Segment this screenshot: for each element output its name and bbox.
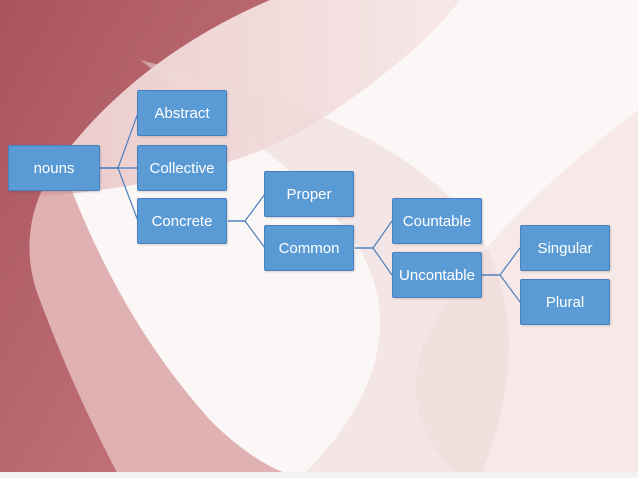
node-concrete: Concrete [137,198,227,244]
node-common: Common [264,225,354,271]
node-nouns: nouns [8,145,100,191]
connector-concrete-proper [228,193,266,222]
node-collective: Collective [137,145,227,191]
node-label: Abstract [154,104,210,122]
node-label: Proper [286,185,332,203]
node-label: Singular [537,239,593,257]
node-label: nouns [33,159,75,177]
connector-nouns-concrete [100,167,139,222]
node-label: Common [278,239,340,257]
node-label: Plural [545,293,585,311]
node-abstract: Abstract [137,90,227,136]
node-singular: Singular [520,225,610,271]
node-proper: Proper [264,171,354,217]
node-label: Countable [402,212,472,230]
connector-common-uncontable [355,247,393,276]
connector-uncontable-plural [482,274,521,303]
connector-common-countable [355,220,393,249]
connector-uncontable-singular [482,247,521,276]
node-label: Uncontable [399,266,475,284]
connector-concrete-common [228,220,266,249]
connector-nouns-abstract [100,112,139,169]
node-countable: Countable [392,198,482,244]
node-label: Concrete [151,212,213,230]
node-uncontable: Uncontable [392,252,482,298]
node-label: Collective [149,159,215,177]
node-plural: Plural [520,279,610,325]
